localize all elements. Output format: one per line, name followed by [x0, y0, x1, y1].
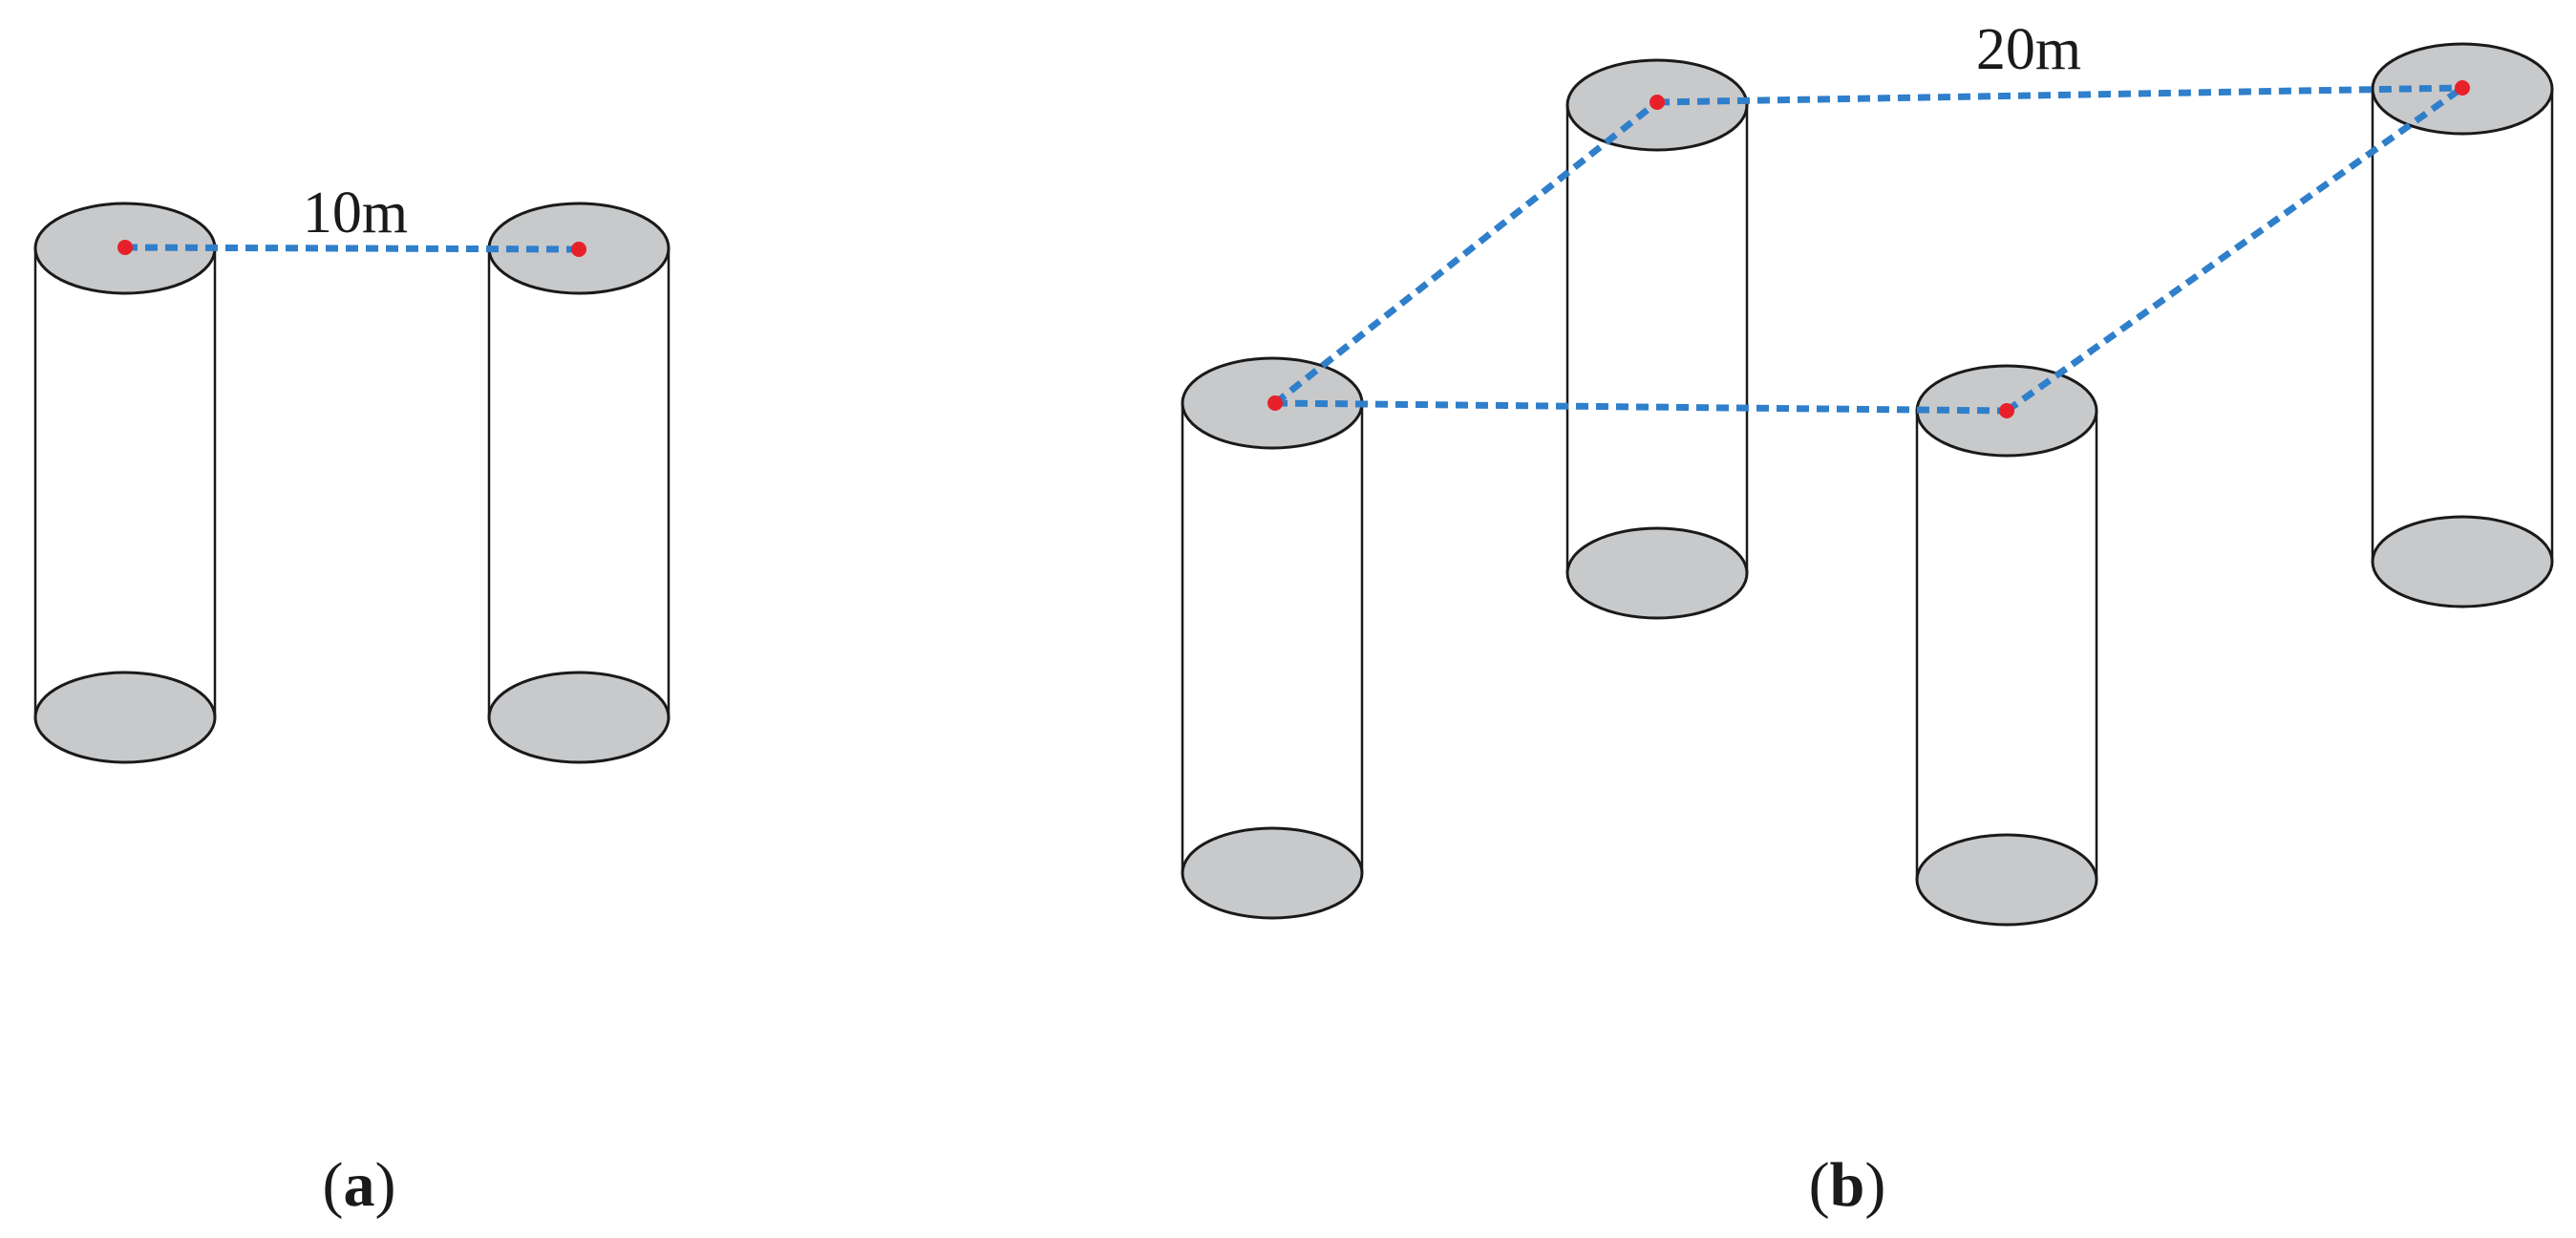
spacing-line-b-right-front-segment — [2004, 348, 2095, 414]
center-marker-b-front-right — [1999, 403, 2014, 418]
cylinder-b-front-right — [1915, 364, 2098, 927]
cylinder-b-front-left — [1181, 356, 1364, 920]
distance-label-b: 20m — [1976, 17, 2081, 82]
panel-label-b: (b) — [1809, 1150, 1886, 1220]
center-marker-a2 — [571, 242, 586, 257]
cylinder-b-front-left-bottom — [1181, 826, 1364, 920]
spacing-line-b-bottom — [1274, 399, 2008, 415]
spacing-line-b-top — [1656, 84, 2463, 106]
panel-b: 20m (b) — [1181, 17, 2554, 1220]
panel-a: 10m (a) — [33, 181, 671, 1220]
center-marker-b-back-left — [1650, 95, 1665, 110]
cylinder-a1 — [33, 202, 217, 764]
center-marker-b-back-right — [2455, 80, 2470, 96]
cylinder-a2-bottom — [487, 671, 671, 764]
cylinder-b-back-left — [1565, 58, 1749, 620]
center-marker-b-front-left — [1267, 395, 1283, 411]
cylinder-b-back-right-bottom — [2371, 515, 2554, 608]
spacing-line-b-left — [1272, 99, 1660, 406]
center-marker-a1 — [117, 240, 133, 255]
cylinder-a2 — [487, 202, 671, 764]
panel-label-a: (a) — [323, 1150, 396, 1220]
cylinder-b-front-right-bottom — [1915, 833, 2098, 927]
cylinder-a1-bottom — [33, 671, 217, 764]
cylinder-b-back-left-bottom — [1565, 526, 1749, 620]
distance-label-a: 10m — [303, 181, 408, 245]
spacing-line-b-right — [2004, 85, 2465, 414]
spacing-line-a — [124, 244, 580, 253]
